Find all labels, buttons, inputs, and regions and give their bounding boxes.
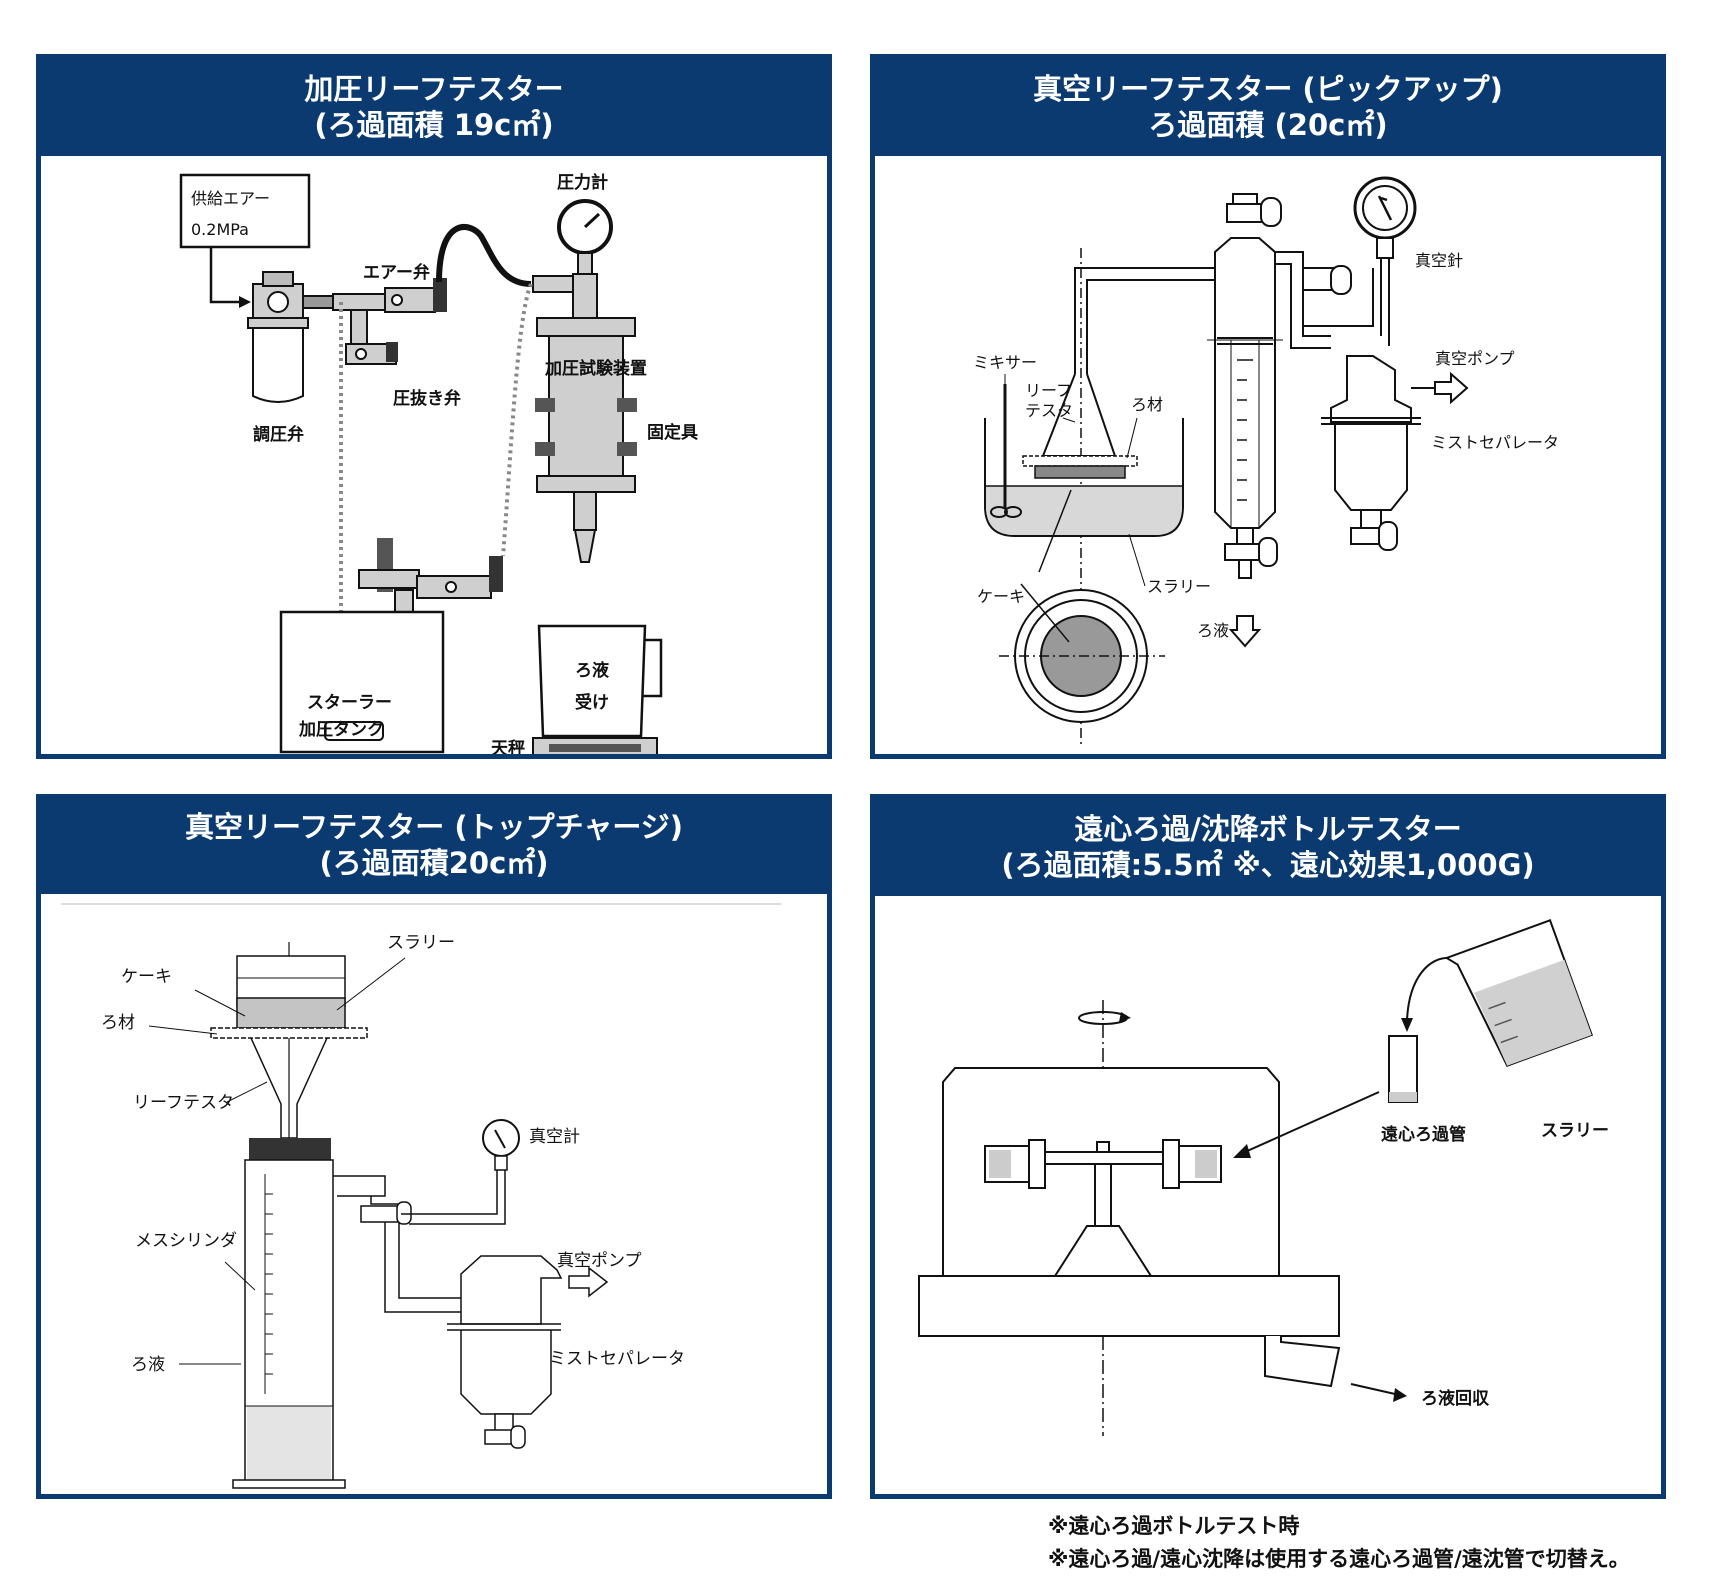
mist-separator-label: ミストセパレータ (1431, 433, 1559, 452)
cake-layer (236, 997, 346, 1029)
panel-subtitle: (ろ過面積20c㎡) (319, 846, 549, 880)
panel-pressure-leaf-tester: 加圧リーフテスター (ろ過面積 19c㎡) 供給エアー 0.2MPa 調圧弁 (36, 54, 832, 759)
panel-header: 加圧リーフテスター (ろ過面積 19c㎡) (41, 59, 827, 156)
pressure-gauge-label: 圧力計 (557, 172, 608, 193)
panel-subtitle: ろ過面積 (20c㎡) (1148, 108, 1388, 142)
vacuum-pump-label: 真空ポンプ (557, 1251, 642, 1271)
stirrer-label: スターラー (307, 693, 392, 713)
mist-separator-label: ミストセパレータ (549, 1349, 685, 1369)
panel-header: 真空リーフテスター (ピックアップ) ろ過面積 (20c㎡) (875, 59, 1661, 156)
footnote-2: ※遠心ろ過/遠心沈降は使用する遠心ろ過管/遠沈管で切替え。 (1048, 1547, 1630, 1571)
panel-vacuum-pickup: 真空リーフテスター (ピックアップ) ろ過面積 (20c㎡) ミキサー (870, 54, 1666, 759)
vacuum-gauge-label: 真空計 (529, 1127, 580, 1147)
vacuum-pump-label: 真空ポンプ (1435, 349, 1515, 368)
panel-subtitle: (ろ過面積 19c㎡) (314, 108, 554, 142)
centrifuge-tube (1388, 1035, 1418, 1103)
centrifuge-base (918, 1275, 1340, 1337)
slurry-beaker (1444, 919, 1594, 1067)
test-device-label: 加圧試験装置 (544, 358, 647, 379)
stirrer-bar (324, 721, 384, 741)
relief-valve-label: 圧抜き弁 (393, 388, 461, 409)
vacuum-gauge (401, 1119, 520, 1225)
vacuum-topcharge-diagram: スラリー ケーキ ろ材 リーフテスタ 真空計 メスシリンダ 真空ポンプ ろ液 ミ… (61, 903, 781, 1489)
panel-header: 遠心ろ過/沈降ボトルテスター (ろ過面積:5.5㎡ ※、遠心効果1,000G) (875, 799, 1661, 896)
tank-valve (358, 538, 503, 613)
fixture-label: 固定具 (647, 422, 698, 443)
regulator-valve (247, 271, 334, 403)
centrifuge-diagram: ろ液回収 遠心ろ過管 スラリー (918, 919, 1609, 1436)
vacuum-gauge (1353, 176, 1417, 346)
slurry-tank (984, 418, 1184, 537)
filter-plate (1022, 455, 1138, 467)
pressure-test-device (535, 317, 637, 563)
cake-plan-view (999, 589, 1165, 723)
filtrate-receiver-label-1: ろ液 (575, 660, 609, 681)
mixer-label: ミキサー (973, 353, 1037, 372)
leaf-tester-label-1: リーフ (1025, 381, 1072, 400)
leaf-tester-label: リーフテスタ (133, 1093, 234, 1113)
panel-vacuum-topcharge: 真空リーフテスター (トップチャージ) (ろ過面積20c㎡) (36, 794, 832, 1499)
panel-title: 真空リーフテスター (ピックアップ) (1033, 72, 1503, 106)
panel-header: 真空リーフテスター (トップチャージ) (ろ過面積20c㎡) (41, 799, 827, 894)
slurry-label: スラリー (387, 933, 455, 953)
panel-subtitle: (ろ過面積:5.5㎡ ※、遠心効果1,000G) (1001, 848, 1535, 882)
pressure-gauge (532, 199, 613, 321)
cake-layer (1034, 465, 1126, 479)
air-valve (332, 278, 447, 365)
vacuum-gauge-label: 真空針 (1415, 251, 1463, 270)
regulator-label: 調圧弁 (253, 424, 304, 445)
air-valve-label: エアー弁 (363, 262, 430, 283)
pressure-tank-caption: 加圧タンク (299, 720, 384, 740)
supply-pressure-label: 0.2MPa (191, 220, 249, 239)
vacuum-pickup-diagram: ミキサー リーフ テスタ ろ材 ケーキ スラリー (973, 176, 1559, 746)
panel-title: 加圧リーフテスター (304, 72, 564, 106)
leaf-tester-label-2: テスタ (1025, 401, 1073, 420)
graduated-receiver (1207, 193, 1283, 579)
filtrate-label: ろ液 (131, 1355, 165, 1375)
mist-separator (447, 1255, 563, 1449)
rotor-assembly (984, 1139, 1222, 1277)
rotation-arrow-icon (1078, 1011, 1131, 1025)
filtrate-label: ろ液 (1197, 621, 1229, 640)
filter-plate (210, 1027, 368, 1039)
filtrate-recovery-label: ろ液回収 (1421, 1388, 1490, 1409)
slurry-label: スラリー (1147, 577, 1211, 596)
cake-label: ケーキ (121, 967, 172, 987)
panel-title: 真空リーフテスター (トップチャージ) (185, 810, 683, 844)
centrifuge-tube-label: 遠心ろ過管 (1381, 1124, 1466, 1145)
supply-air-label: 供給エアー (191, 189, 270, 208)
panel-centrifuge: 遠心ろ過/沈降ボトルテスター (ろ過面積:5.5㎡ ※、遠心効果1,000G) (870, 794, 1666, 1499)
pressure-tester-diagram: 供給エアー 0.2MPa 調圧弁 エアー弁 圧抜き弁 (179, 172, 698, 754)
filter-media-label: ろ材 (101, 1013, 135, 1033)
filtrate-beaker (532, 624, 663, 754)
footnote-1: ※遠心ろ過ボトルテスト時 (1048, 1514, 1300, 1538)
filter-media-label: ろ材 (1131, 395, 1163, 414)
stopper (249, 1138, 331, 1160)
mist-separator (1321, 355, 1435, 551)
supply-air-box (179, 173, 311, 249)
measuring-cylinder-label: メスシリンダ (135, 1231, 237, 1251)
panel-title: 遠心ろ過/沈降ボトルテスター (1074, 812, 1462, 846)
slurry-label: スラリー (1541, 1121, 1609, 1141)
filtrate-receiver-label-2: 受け (575, 692, 609, 713)
cake-label: ケーキ (977, 587, 1025, 606)
balance-label: 天秤 (491, 739, 525, 754)
